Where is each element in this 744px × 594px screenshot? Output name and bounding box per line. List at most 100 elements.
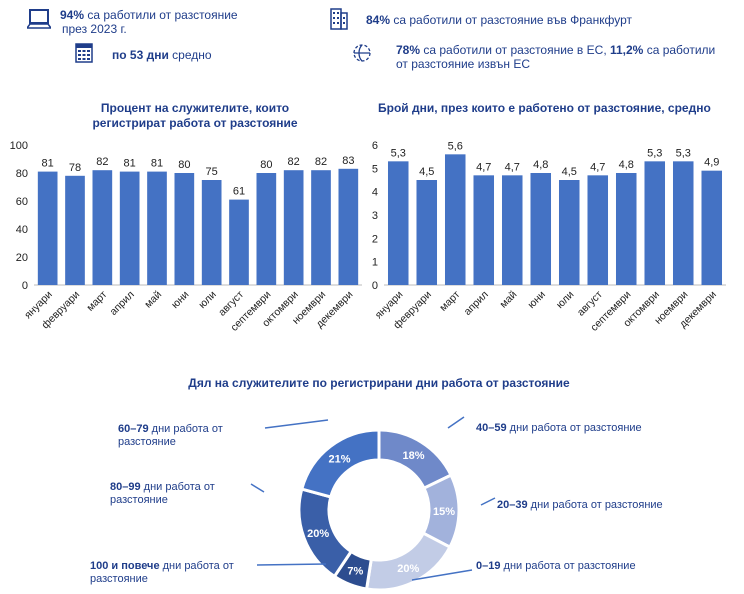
bar: [615, 173, 637, 285]
data-label: 5,3: [647, 147, 662, 159]
bar: [701, 170, 723, 285]
data-label: 4,7: [476, 161, 491, 173]
bar: [92, 170, 113, 285]
x-tick-label: юни: [169, 289, 191, 311]
y-tick-label: 3: [372, 210, 378, 222]
laptop-icon: [27, 9, 51, 29]
donut-slice: [299, 428, 381, 499]
label-80-99: 80–99 дни работа от разстояние: [110, 481, 215, 506]
data-label: 78: [69, 162, 81, 174]
bar: [147, 171, 167, 285]
calendar-icon: [75, 43, 93, 63]
slice-label: 20%: [307, 528, 329, 540]
bar: [416, 180, 438, 285]
x-tick-label: юни: [526, 289, 548, 311]
data-label: 75: [206, 166, 218, 178]
building-icon: [330, 8, 348, 30]
data-label: 4,5: [419, 166, 434, 178]
y-tick-label: 6: [372, 140, 378, 152]
bar: [201, 180, 222, 285]
data-label: 61: [233, 186, 245, 198]
label-0-19: 0–19 дни работа от разстояние: [476, 560, 636, 572]
data-label: 5,3: [676, 147, 691, 159]
y-tick-label: 4: [372, 187, 378, 199]
bar: [644, 161, 666, 285]
chart3-title: Дял на служителите по регистрирани дни р…: [188, 376, 570, 390]
bar: [37, 171, 58, 285]
bar: [256, 173, 277, 285]
chart1-title: Процент на служителите, които регистрира…: [92, 101, 298, 130]
stat-average-days: по 53 дни средно: [112, 48, 212, 62]
leader-line: [256, 563, 327, 566]
bar: [473, 175, 495, 285]
slice-label: 21%: [328, 453, 350, 465]
bar: [558, 180, 580, 285]
label-40-59: 40–59 дни работа от разстояние: [476, 422, 642, 434]
x-tick-label: юли: [554, 289, 576, 311]
y-tick-label: 20: [16, 252, 28, 264]
bar: [311, 170, 331, 285]
bar: [387, 161, 409, 285]
y-tick-label: 60: [16, 196, 28, 208]
bar: [229, 199, 249, 285]
data-label: 4,9: [704, 157, 719, 169]
label-20-39: 20–39 дни работа от разстояние: [497, 499, 663, 511]
bar: [338, 168, 359, 285]
chart2-title: Брой дни, през които е работено от разст…: [378, 101, 711, 115]
data-label: 81: [151, 158, 163, 170]
data-label: 4,7: [505, 161, 520, 173]
bar-chart-percent: 02040608010081януари78февруари82март81ап…: [10, 140, 362, 334]
bar: [587, 175, 609, 285]
slice-label: 20%: [397, 563, 419, 575]
y-tick-label: 80: [16, 168, 28, 180]
data-label: 82: [315, 156, 327, 168]
bar: [501, 175, 523, 285]
data-label: 81: [124, 158, 136, 170]
data-label: 80: [178, 159, 190, 171]
leader-line: [264, 419, 329, 429]
data-label: 82: [288, 156, 300, 168]
leader-line: [411, 569, 473, 581]
x-tick-label: април: [108, 289, 137, 318]
x-tick-label: юли: [196, 289, 218, 311]
y-tick-label: 1: [372, 257, 378, 269]
y-tick-label: 5: [372, 163, 378, 175]
y-tick-label: 0: [372, 280, 378, 292]
donut-slice: [364, 531, 452, 592]
y-tick-label: 2: [372, 233, 378, 245]
stat-remote-eu: 78% са работили от разстояние в ЕС, 11,2…: [396, 43, 716, 71]
donut-chart: 18% 15% 20% 7% 20% 21%: [250, 416, 496, 592]
bar: [672, 161, 694, 285]
label-100-plus: 100 и повече дни работа от разстояние: [90, 560, 234, 585]
data-label: 80: [260, 159, 272, 171]
data-label: 5,3: [391, 147, 406, 159]
label-60-79: 60–79 дни работа от разстояние: [118, 423, 223, 448]
slice-label: 7%: [347, 566, 363, 578]
data-label: 5,6: [448, 140, 463, 152]
x-tick-label: май: [142, 289, 164, 311]
x-tick-label: март: [437, 289, 462, 314]
data-label: 82: [96, 156, 108, 168]
data-label: 4,8: [619, 159, 634, 171]
data-label: 4,7: [590, 161, 605, 173]
bar: [174, 173, 195, 285]
y-tick-label: 0: [22, 280, 28, 292]
y-tick-label: 40: [16, 224, 28, 236]
leader-line: [480, 497, 496, 506]
bar-chart-days: 01234565,3януари4,5февруари5,6март4,7апр…: [372, 140, 726, 334]
data-label: 4,8: [533, 159, 548, 171]
bar: [65, 175, 85, 285]
x-tick-label: април: [462, 289, 491, 318]
data-label: 81: [42, 158, 54, 170]
y-tick-label: 100: [10, 140, 28, 152]
globe-icon: [353, 44, 371, 62]
bar: [283, 170, 304, 285]
bar: [444, 154, 466, 285]
bar: [119, 171, 140, 285]
slice-label: 18%: [403, 450, 425, 462]
leader-line: [250, 483, 265, 493]
leader-line: [447, 416, 465, 429]
slice-label: 15%: [433, 506, 455, 518]
data-label: 4,5: [562, 166, 577, 178]
